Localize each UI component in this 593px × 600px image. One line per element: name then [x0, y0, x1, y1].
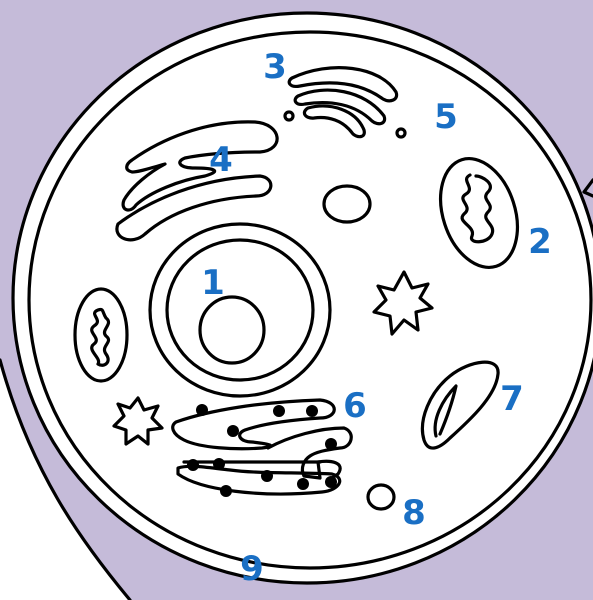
label-vesicle: 8 [402, 493, 426, 533]
label-nucleus: 1 [201, 263, 225, 303]
label-mitochondrion: 2 [528, 222, 552, 262]
label-golgi: 3 [263, 47, 287, 87]
cell-membrane-outer [13, 13, 593, 583]
label-rough-er: 6 [343, 386, 367, 426]
label-lysosome: 5 [434, 97, 458, 137]
label-vacuole: 7 [500, 379, 524, 419]
label-smooth-er: 4 [209, 140, 233, 180]
label-cell-membrane: 9 [240, 549, 264, 589]
